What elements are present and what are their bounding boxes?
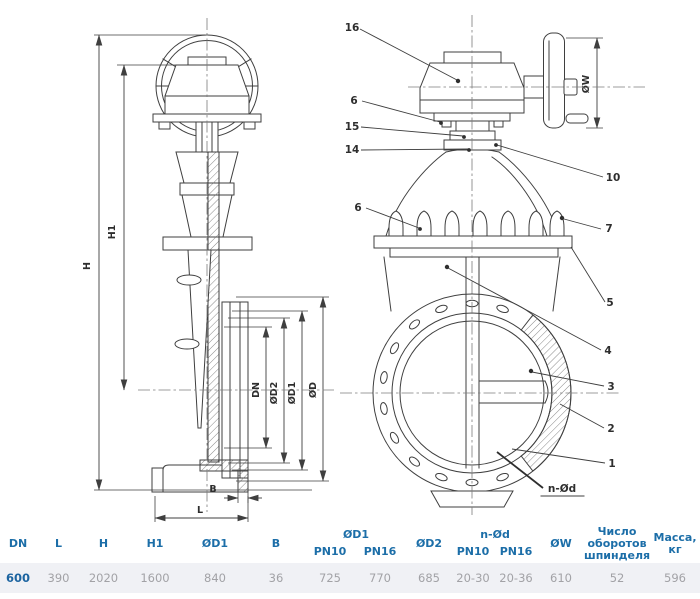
callout-2: 2 bbox=[607, 423, 614, 435]
cell-nod-pn10: 20-30 bbox=[456, 571, 490, 585]
callout-16: 16 bbox=[345, 22, 360, 34]
cell-turns: 52 bbox=[609, 571, 625, 585]
callout-1: 1 bbox=[608, 458, 615, 470]
callout-5: 5 bbox=[606, 297, 613, 309]
col-header-l: L bbox=[54, 536, 62, 550]
col-header-nod-pn10: PN10 bbox=[456, 545, 490, 558]
dim-label-L: L bbox=[197, 505, 203, 516]
cell-l: 390 bbox=[47, 571, 70, 585]
dim-label-W: ØW bbox=[581, 74, 592, 93]
callout-6b: 6 bbox=[354, 202, 361, 214]
dim-label-D1: ØD1 bbox=[287, 382, 298, 405]
cell-w: 610 bbox=[550, 571, 572, 585]
callout-leaders bbox=[359, 28, 606, 497]
cell-dn: 600 bbox=[5, 571, 30, 585]
col-header-d1: ØD1 bbox=[201, 536, 229, 550]
callout-3: 3 bbox=[607, 381, 614, 393]
cell-b: 36 bbox=[268, 571, 284, 585]
callout-14: 14 bbox=[345, 144, 360, 156]
cell-mass: 596 bbox=[664, 571, 686, 585]
dimensions-table: DN L H H1 ØD1 B ØD1 ØD2 n-Ød ØW Число об… bbox=[0, 524, 700, 593]
callout-15: 15 bbox=[345, 121, 360, 133]
cell-d2: 685 bbox=[418, 571, 440, 585]
col-header-d2: ØD2 bbox=[415, 536, 443, 550]
cell-d1-pn16: 770 bbox=[369, 571, 391, 585]
cell-nod-pn16: 20-36 bbox=[499, 571, 533, 585]
callout-6: 6 bbox=[350, 95, 357, 107]
cell-h: 2020 bbox=[88, 571, 119, 585]
col-header-nod-pn16: PN16 bbox=[499, 545, 533, 558]
col-group-d1: ØD1 bbox=[342, 528, 370, 541]
cell-d1-pn10: 725 bbox=[319, 571, 341, 585]
valve-technical-drawing: H H1 DN ØD2 ØD1 ØD B L bbox=[82, 15, 645, 522]
col-header-dn: DN bbox=[8, 536, 28, 550]
col-header-h: H bbox=[98, 536, 109, 550]
bonnet-bolts bbox=[388, 210, 565, 237]
callout-4: 4 bbox=[604, 345, 611, 357]
col-header-h1: H1 bbox=[146, 536, 164, 550]
col-group-nod: n-Ød bbox=[480, 528, 510, 541]
dim-label-H: H bbox=[82, 262, 93, 270]
cell-h1: 1600 bbox=[140, 571, 170, 585]
callout-7: 7 bbox=[605, 223, 612, 235]
col-header-mass: Масса, кг bbox=[653, 530, 697, 556]
dim-label-D2: ØD2 bbox=[269, 382, 280, 405]
left-view-side-section: H H1 DN ØD2 ØD1 ØD B L bbox=[82, 18, 334, 522]
table-row-dn600: 600 390 2020 1600 840 36 725 770 685 20-… bbox=[0, 563, 700, 593]
dim-label-H1: H1 bbox=[107, 225, 118, 240]
callout-10: 10 bbox=[606, 172, 621, 184]
col-header-b: B bbox=[271, 536, 281, 550]
dim-label-n-od: n-Ød bbox=[548, 483, 576, 495]
cell-d1: 840 bbox=[204, 571, 226, 585]
col-header-turns: Число оборотов шпинделя bbox=[584, 524, 651, 562]
dim-label-B: B bbox=[209, 484, 216, 495]
col-header-w: ØW bbox=[550, 536, 572, 550]
col-header-d1-pn10: PN10 bbox=[313, 545, 347, 558]
right-view-front-section: ØW 16 6 15 14 10 6 7 5 4 3 2 1 n-Ø bbox=[340, 15, 645, 515]
col-header-d1-pn16: PN16 bbox=[363, 545, 397, 558]
